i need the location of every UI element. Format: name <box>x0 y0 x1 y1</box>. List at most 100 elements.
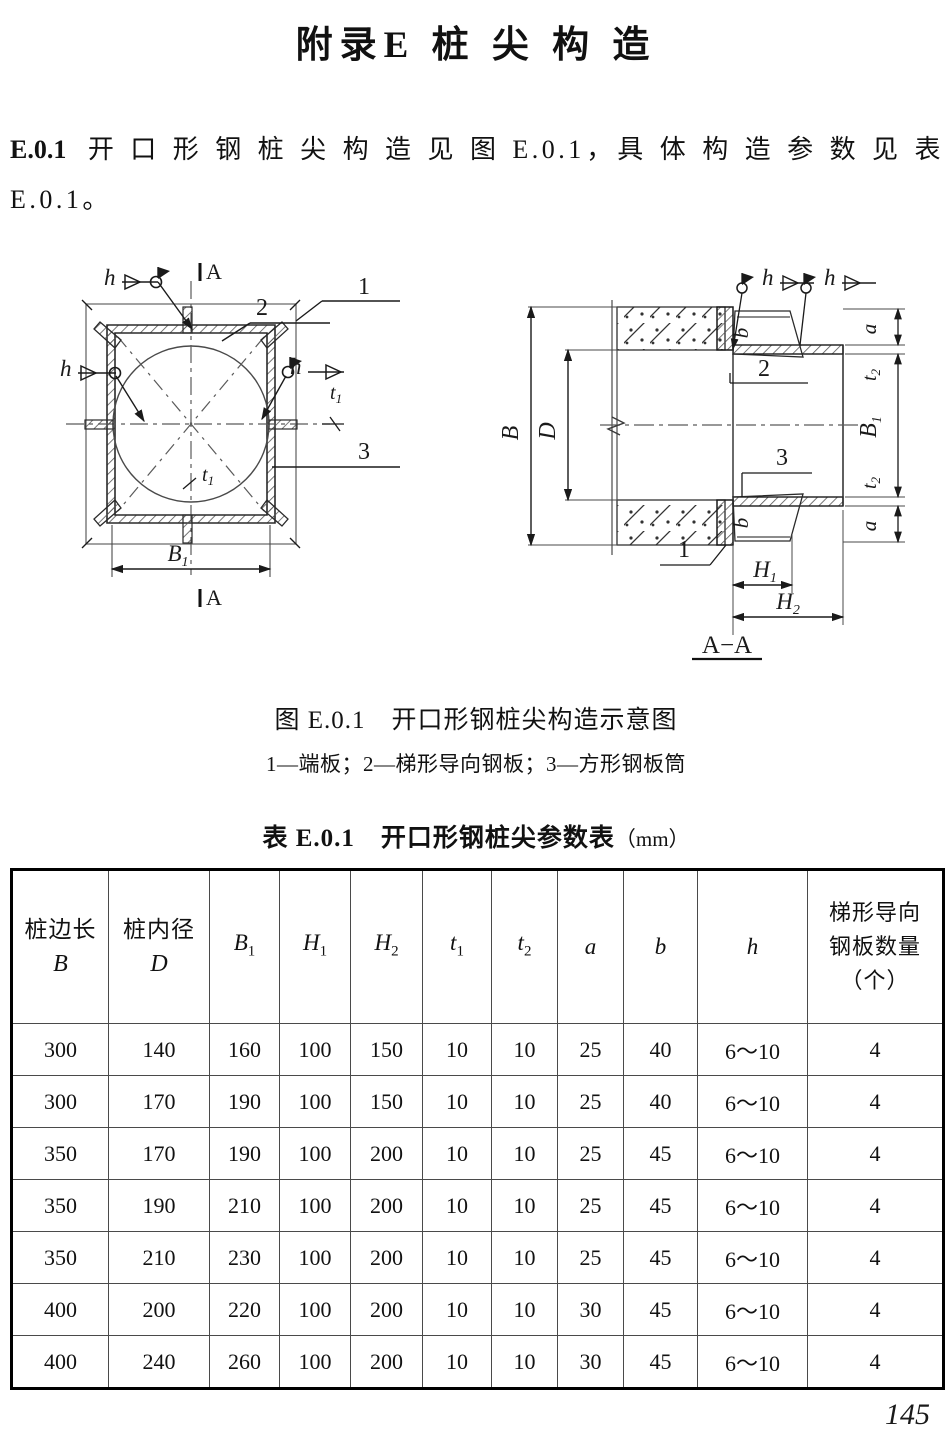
callout-2-plan: 2 <box>221 295 330 342</box>
svg-text:a: a <box>857 324 881 335</box>
svg-text:1: 1 <box>358 274 370 300</box>
square-steel-tube <box>106 324 276 524</box>
guide-plate-section-upper <box>732 310 804 358</box>
cell-b: 45 <box>623 1231 698 1284</box>
cell-h: 6～10 <box>697 1023 808 1076</box>
guide-plate-section-lower <box>732 493 804 542</box>
cell-H1: 100 <box>279 1075 351 1128</box>
svg-text:h: h <box>824 265 836 290</box>
svg-text:B1: B1 <box>856 416 885 438</box>
cell-D: 170 <box>108 1127 210 1180</box>
cell-t2: 10 <box>491 1231 558 1284</box>
cell-t2: 10 <box>491 1179 558 1232</box>
cell-t1: 10 <box>422 1283 492 1336</box>
figure-legend: 1—端板；2—梯形导向钢板；3—方形钢板筒 <box>266 752 686 776</box>
tube-wall-upper <box>732 344 844 355</box>
svg-text:t2: t2 <box>859 368 883 381</box>
svg-text:a: a <box>857 521 881 532</box>
cell-B: 400 <box>11 1283 109 1336</box>
section-mark-bottom: A <box>198 585 222 610</box>
cell-h: 6～10 <box>697 1231 808 1284</box>
cell-h: 6～10 <box>697 1335 808 1389</box>
cell-B1: 230 <box>209 1231 280 1284</box>
section-title-aa: A−A <box>692 632 762 661</box>
weld-symbol-section-left: h <box>730 265 814 351</box>
weld-symbol-left: h <box>60 356 145 423</box>
cell-B1: 210 <box>209 1179 280 1232</box>
guide-plates <box>93 321 289 527</box>
page-number: 145 <box>885 1398 930 1431</box>
table-row: 300 170 190 100 150 10 10 25 40 6～10 4 <box>11 1075 944 1128</box>
callout-2-section: 2 <box>729 356 808 384</box>
header-pile-side-length: 桩边长 B <box>11 869 109 1024</box>
table-row: 350 170 190 100 200 10 10 25 45 6～10 4 <box>11 1127 944 1180</box>
cell-b: 45 <box>623 1127 698 1180</box>
figure-e01: A A h h <box>0 245 952 675</box>
svg-text:h: h <box>762 265 774 290</box>
svg-text:H1: H1 <box>752 557 777 586</box>
callout-3-plan: 3 <box>272 439 400 468</box>
weld-symbol-section-right: h <box>799 265 876 346</box>
cell-h: 6～10 <box>697 1179 808 1232</box>
header-t1: t1 <box>422 869 492 1024</box>
svg-text:t2: t2 <box>859 476 883 489</box>
cell-count: 4 <box>807 1335 944 1389</box>
dim-t1-plan: t1 <box>322 382 344 432</box>
parameter-table: 桩边长 B 桩内径 D B1 H1 H2 t1 t2 a b h 梯形导向 钢板… <box>10 868 945 1390</box>
cell-B1: 220 <box>209 1283 280 1336</box>
cell-count: 4 <box>807 1179 944 1232</box>
weld-symbol-top-left: h <box>104 265 193 331</box>
cell-count: 4 <box>807 1127 944 1180</box>
cell-a: 25 <box>557 1179 624 1232</box>
svg-text:1: 1 <box>678 537 690 563</box>
cell-h: 6～10 <box>697 1075 808 1128</box>
plan-view: A A h h <box>60 259 400 610</box>
cell-H1: 100 <box>279 1231 351 1284</box>
cell-D: 200 <box>108 1283 210 1336</box>
cell-count: 4 <box>807 1231 944 1284</box>
cell-count: 4 <box>807 1075 944 1128</box>
figure-caption-text: 开口形钢桩尖构造示意图 <box>391 707 678 734</box>
table-caption-label: 表 E.0.1 <box>262 825 355 852</box>
dim-h1-h2: H1 H2 <box>731 510 845 635</box>
section-mark-top: A <box>198 259 222 284</box>
cell-t1: 10 <box>422 1075 492 1128</box>
cell-H1: 100 <box>279 1023 351 1076</box>
cell-B: 350 <box>11 1231 109 1284</box>
svg-text:A: A <box>206 585 222 610</box>
cell-count: 4 <box>807 1023 944 1076</box>
table-row: 350 190 210 100 200 10 10 25 45 6～10 4 <box>11 1179 944 1232</box>
cell-b: 45 <box>623 1335 698 1389</box>
cell-D: 140 <box>108 1023 210 1076</box>
cell-a: 25 <box>557 1231 624 1284</box>
cell-B1: 190 <box>209 1127 280 1180</box>
concrete-lower <box>616 499 726 546</box>
cell-a: 25 <box>557 1075 624 1128</box>
svg-text:B1: B1 <box>167 541 188 570</box>
cell-B: 400 <box>11 1335 109 1389</box>
page-title: 附录E 桩 尖 构 造 <box>295 25 657 66</box>
svg-text:h: h <box>104 265 116 290</box>
cell-t1: 10 <box>422 1023 492 1076</box>
cell-b: 40 <box>623 1023 698 1076</box>
tube-wall-lower <box>732 496 844 507</box>
svg-text:3: 3 <box>358 439 370 465</box>
callout-1-section: 1 <box>660 537 727 566</box>
cell-D: 190 <box>108 1179 210 1232</box>
callout-3-section: 3 <box>741 445 812 497</box>
cell-B: 300 <box>11 1075 109 1128</box>
table-body: 300 140 160 100 150 10 10 25 40 6～10 4 3… <box>11 1023 944 1389</box>
cell-t1: 10 <box>422 1179 492 1232</box>
table-caption-unit: （mm） <box>614 827 690 851</box>
cell-H2: 150 <box>350 1023 423 1076</box>
header-h: h <box>697 869 808 1024</box>
dim-t1-plan-inner: t1 <box>182 464 214 490</box>
figure-caption-label: 图 E.0.1 <box>274 707 366 734</box>
cell-t2: 10 <box>491 1335 558 1389</box>
figure-caption: 图 E.0.1 开口形钢桩尖构造示意图 <box>0 700 952 736</box>
cell-D: 240 <box>108 1335 210 1389</box>
cell-a: 30 <box>557 1283 624 1336</box>
cell-t1: 10 <box>422 1231 492 1284</box>
